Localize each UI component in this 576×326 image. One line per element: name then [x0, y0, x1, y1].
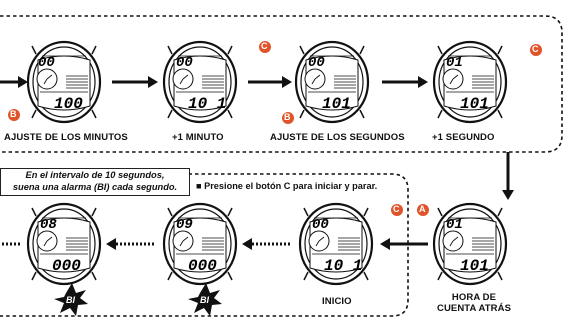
note-line-2: suena una alarma (BI) cada segundo.: [12, 182, 178, 192]
label-ajuste-segundos: AJUSTE DE LOS SEGUNDOS: [270, 132, 405, 143]
watch-bottom-digits: 10 1: [324, 257, 363, 275]
watch-bottom-digits: 10 1: [188, 95, 227, 113]
label-mas-un-segundo: +1 SEGUNDO: [432, 132, 495, 143]
button-c-letter: C: [261, 41, 268, 51]
instruction-text: ■ Presione el botón C para iniciar y par…: [196, 181, 378, 191]
watch-top-digits: 08: [40, 217, 57, 233]
watch-bottom-digits: 101: [460, 95, 489, 113]
label-inicio: INICIO: [322, 296, 352, 307]
watch-top-digits: 09: [176, 217, 193, 233]
button-b-letter: B: [284, 112, 291, 122]
note-line-1: En el intervalo de 10 segundos,: [25, 170, 165, 180]
button-c-letter: C: [393, 204, 400, 214]
watch-top-digits: 00: [176, 55, 193, 71]
watch-bottom-digits: 000: [188, 257, 217, 275]
watch-bottom-digits: 101: [322, 95, 351, 113]
watch-top-digits: 01: [446, 55, 463, 71]
alarm-bi-label: BI: [66, 295, 75, 305]
alarm-bursts: [54, 283, 222, 316]
label-hora-line1: HORA DE: [451, 292, 497, 303]
button-markers: [8, 41, 542, 216]
button-c-letter: C: [532, 44, 539, 54]
button-a-letter: A: [419, 204, 426, 214]
top-arrowheads: [18, 76, 428, 88]
bottom-dashed-frame: [0, 173, 409, 317]
button-b-letter: B: [10, 109, 17, 119]
watch-bottom-digits: 100: [54, 95, 83, 113]
label-hora-line2: CUENTA ATRÁS: [436, 303, 512, 314]
alarm-bi-label: BI: [200, 295, 209, 305]
watch-top-digits: 00: [308, 55, 325, 71]
watch-top-digits: 00: [312, 217, 329, 233]
watch-top-digits: 00: [38, 55, 55, 71]
watch-top-digits: 01: [446, 217, 463, 233]
alarm-note-box: En el intervalo de 10 segundos, suena un…: [0, 168, 190, 196]
label-ajuste-minutos: AJUSTE DE LOS MINUTOS: [4, 132, 128, 143]
watch-bottom-digits: 000: [52, 257, 81, 275]
label-mas-un-minuto: +1 MINUTO: [172, 132, 224, 143]
watch-bottom-digits: 101: [460, 257, 489, 275]
